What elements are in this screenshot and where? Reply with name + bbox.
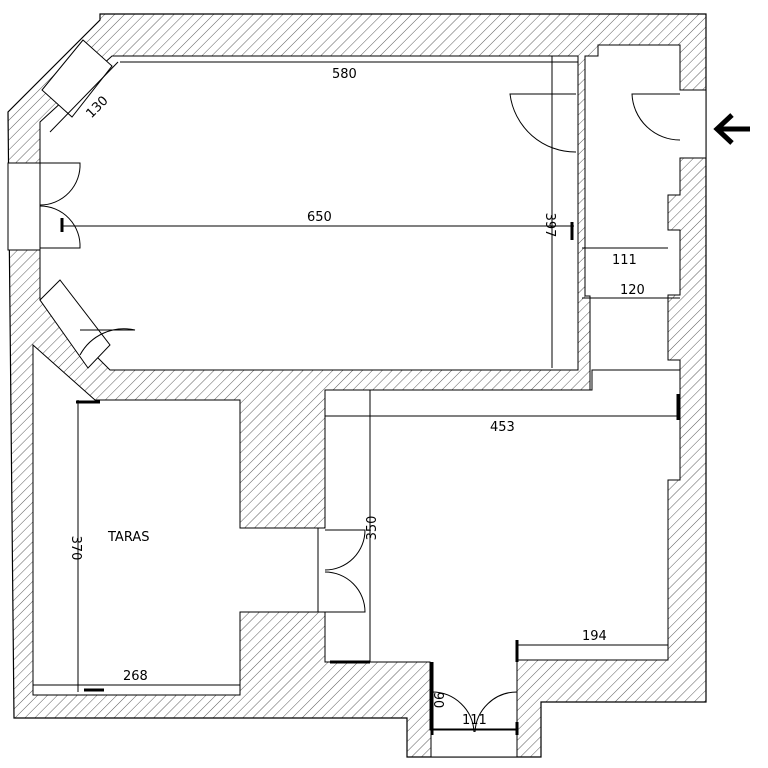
- left-window[interactable]: [7, 162, 41, 251]
- dim-370: 370: [68, 536, 83, 561]
- dim-350: 350: [365, 516, 380, 541]
- dim-397: 397: [542, 213, 557, 238]
- main-room: [39, 55, 579, 371]
- door-swing[interactable]: [39, 205, 81, 249]
- dim-111-hall: 111: [612, 253, 637, 268]
- diagonal-door-bottom[interactable]: [39, 279, 111, 369]
- entrance-door-swing[interactable]: [631, 93, 681, 141]
- door-swing[interactable]: [39, 162, 81, 206]
- balcony-door-swing[interactable]: [474, 691, 518, 733]
- door-swing[interactable]: [79, 328, 136, 356]
- room-label-terrace: TARAS: [107, 530, 149, 545]
- dim-194: 194: [582, 629, 607, 644]
- dim-580: 580: [332, 67, 357, 82]
- door-swing[interactable]: [324, 571, 366, 613]
- dim-268: 268: [123, 669, 148, 684]
- dim-650: 650: [307, 210, 332, 225]
- terrace: [32, 343, 319, 696]
- door-swing[interactable]: [509, 93, 577, 153]
- balcony-door-swing[interactable]: [431, 691, 475, 733]
- dim-453: 453: [490, 420, 515, 435]
- door-swing[interactable]: [324, 529, 366, 571]
- dim-90: 90: [430, 692, 445, 709]
- dim-120: 120: [620, 283, 645, 298]
- diagonal-window-top[interactable]: [41, 39, 113, 118]
- balcony-opening: [430, 729, 518, 758]
- arrow-left-icon: [713, 113, 750, 145]
- dim-111-balcony: 111: [462, 713, 487, 728]
